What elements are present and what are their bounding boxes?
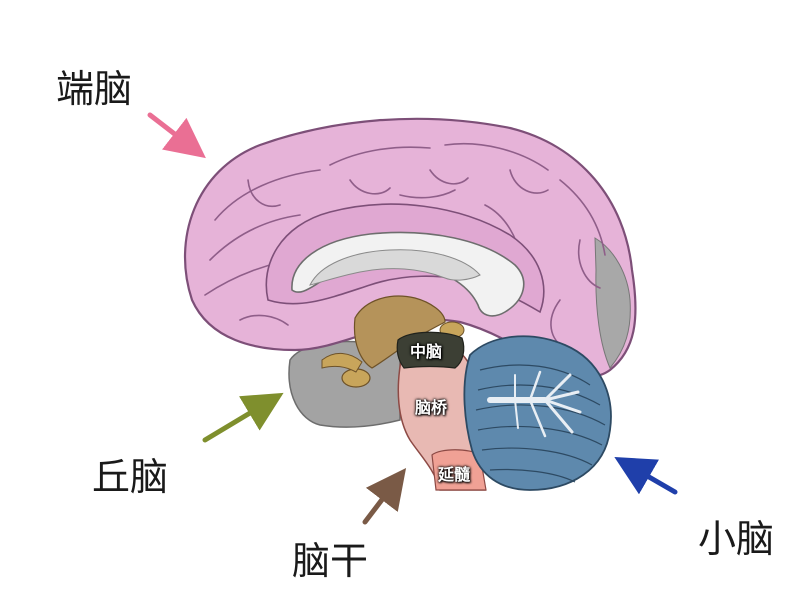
midbrain-label: 中脑	[410, 342, 443, 361]
cerebellar-folia	[475, 364, 606, 483]
telencephalon-arrow	[147, 112, 206, 159]
pons-label: 脑桥	[415, 398, 448, 417]
brainstem-arrow	[362, 468, 407, 525]
diencephalon-arrow	[202, 392, 284, 443]
medulla-label: 延髓	[438, 465, 471, 484]
cerebellum-label: 小脑	[698, 517, 775, 561]
thalamus-region	[353, 295, 446, 369]
arbor-vitae	[487, 370, 582, 438]
lateral-ventricle	[309, 249, 481, 286]
medulla-lower	[431, 449, 487, 491]
diencephalon-label: 丘脑	[92, 455, 169, 499]
occipital-region	[594, 237, 631, 369]
telencephalon-label: 端脑	[56, 67, 133, 111]
optic-stalk	[321, 353, 363, 373]
brainstem-label: 脑干	[292, 539, 369, 583]
midbrain-region	[396, 331, 465, 369]
cerebellum-arrow	[614, 457, 678, 495]
cerebellum-shape	[463, 335, 612, 491]
